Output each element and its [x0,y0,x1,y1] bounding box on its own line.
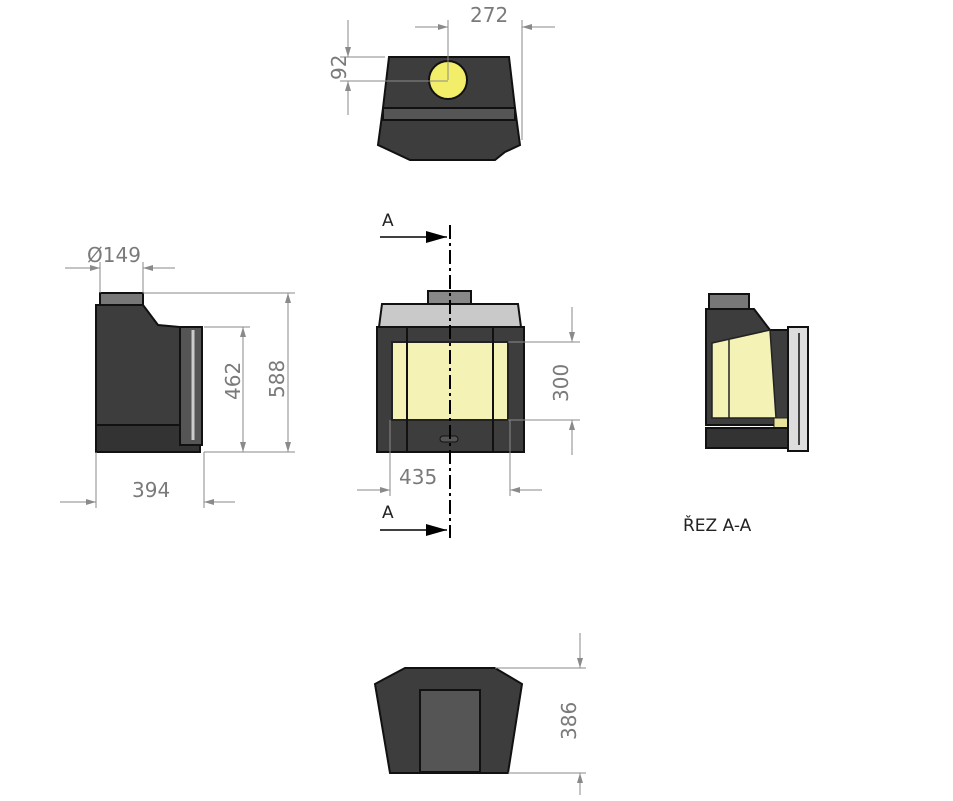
glass-width-dim: 435 [399,465,437,489]
door-height-dim: 462 [221,362,245,400]
total-height-dim: 588 [265,360,289,398]
top-view: 272 92 [327,3,555,161]
bottom-view: 386 [373,633,586,795]
bottom-depth-dim: 386 [557,702,581,740]
side-view: Ø149 462 588 394 [60,243,295,508]
glass-height-dim: 300 [549,364,573,402]
front-view: A A 300 435 [357,211,580,538]
section-mark-bottom: A [382,503,394,523]
top-offset-dim: 92 [327,55,351,80]
flue-diameter-dim: Ø149 [87,243,141,267]
section-label: ŘEZ A-A [683,514,752,536]
top-width-dim: 272 [470,3,508,27]
section-view: ŘEZ A-A [683,293,809,536]
section-mark-top: A [382,211,394,231]
depth-dim: 394 [132,478,170,502]
